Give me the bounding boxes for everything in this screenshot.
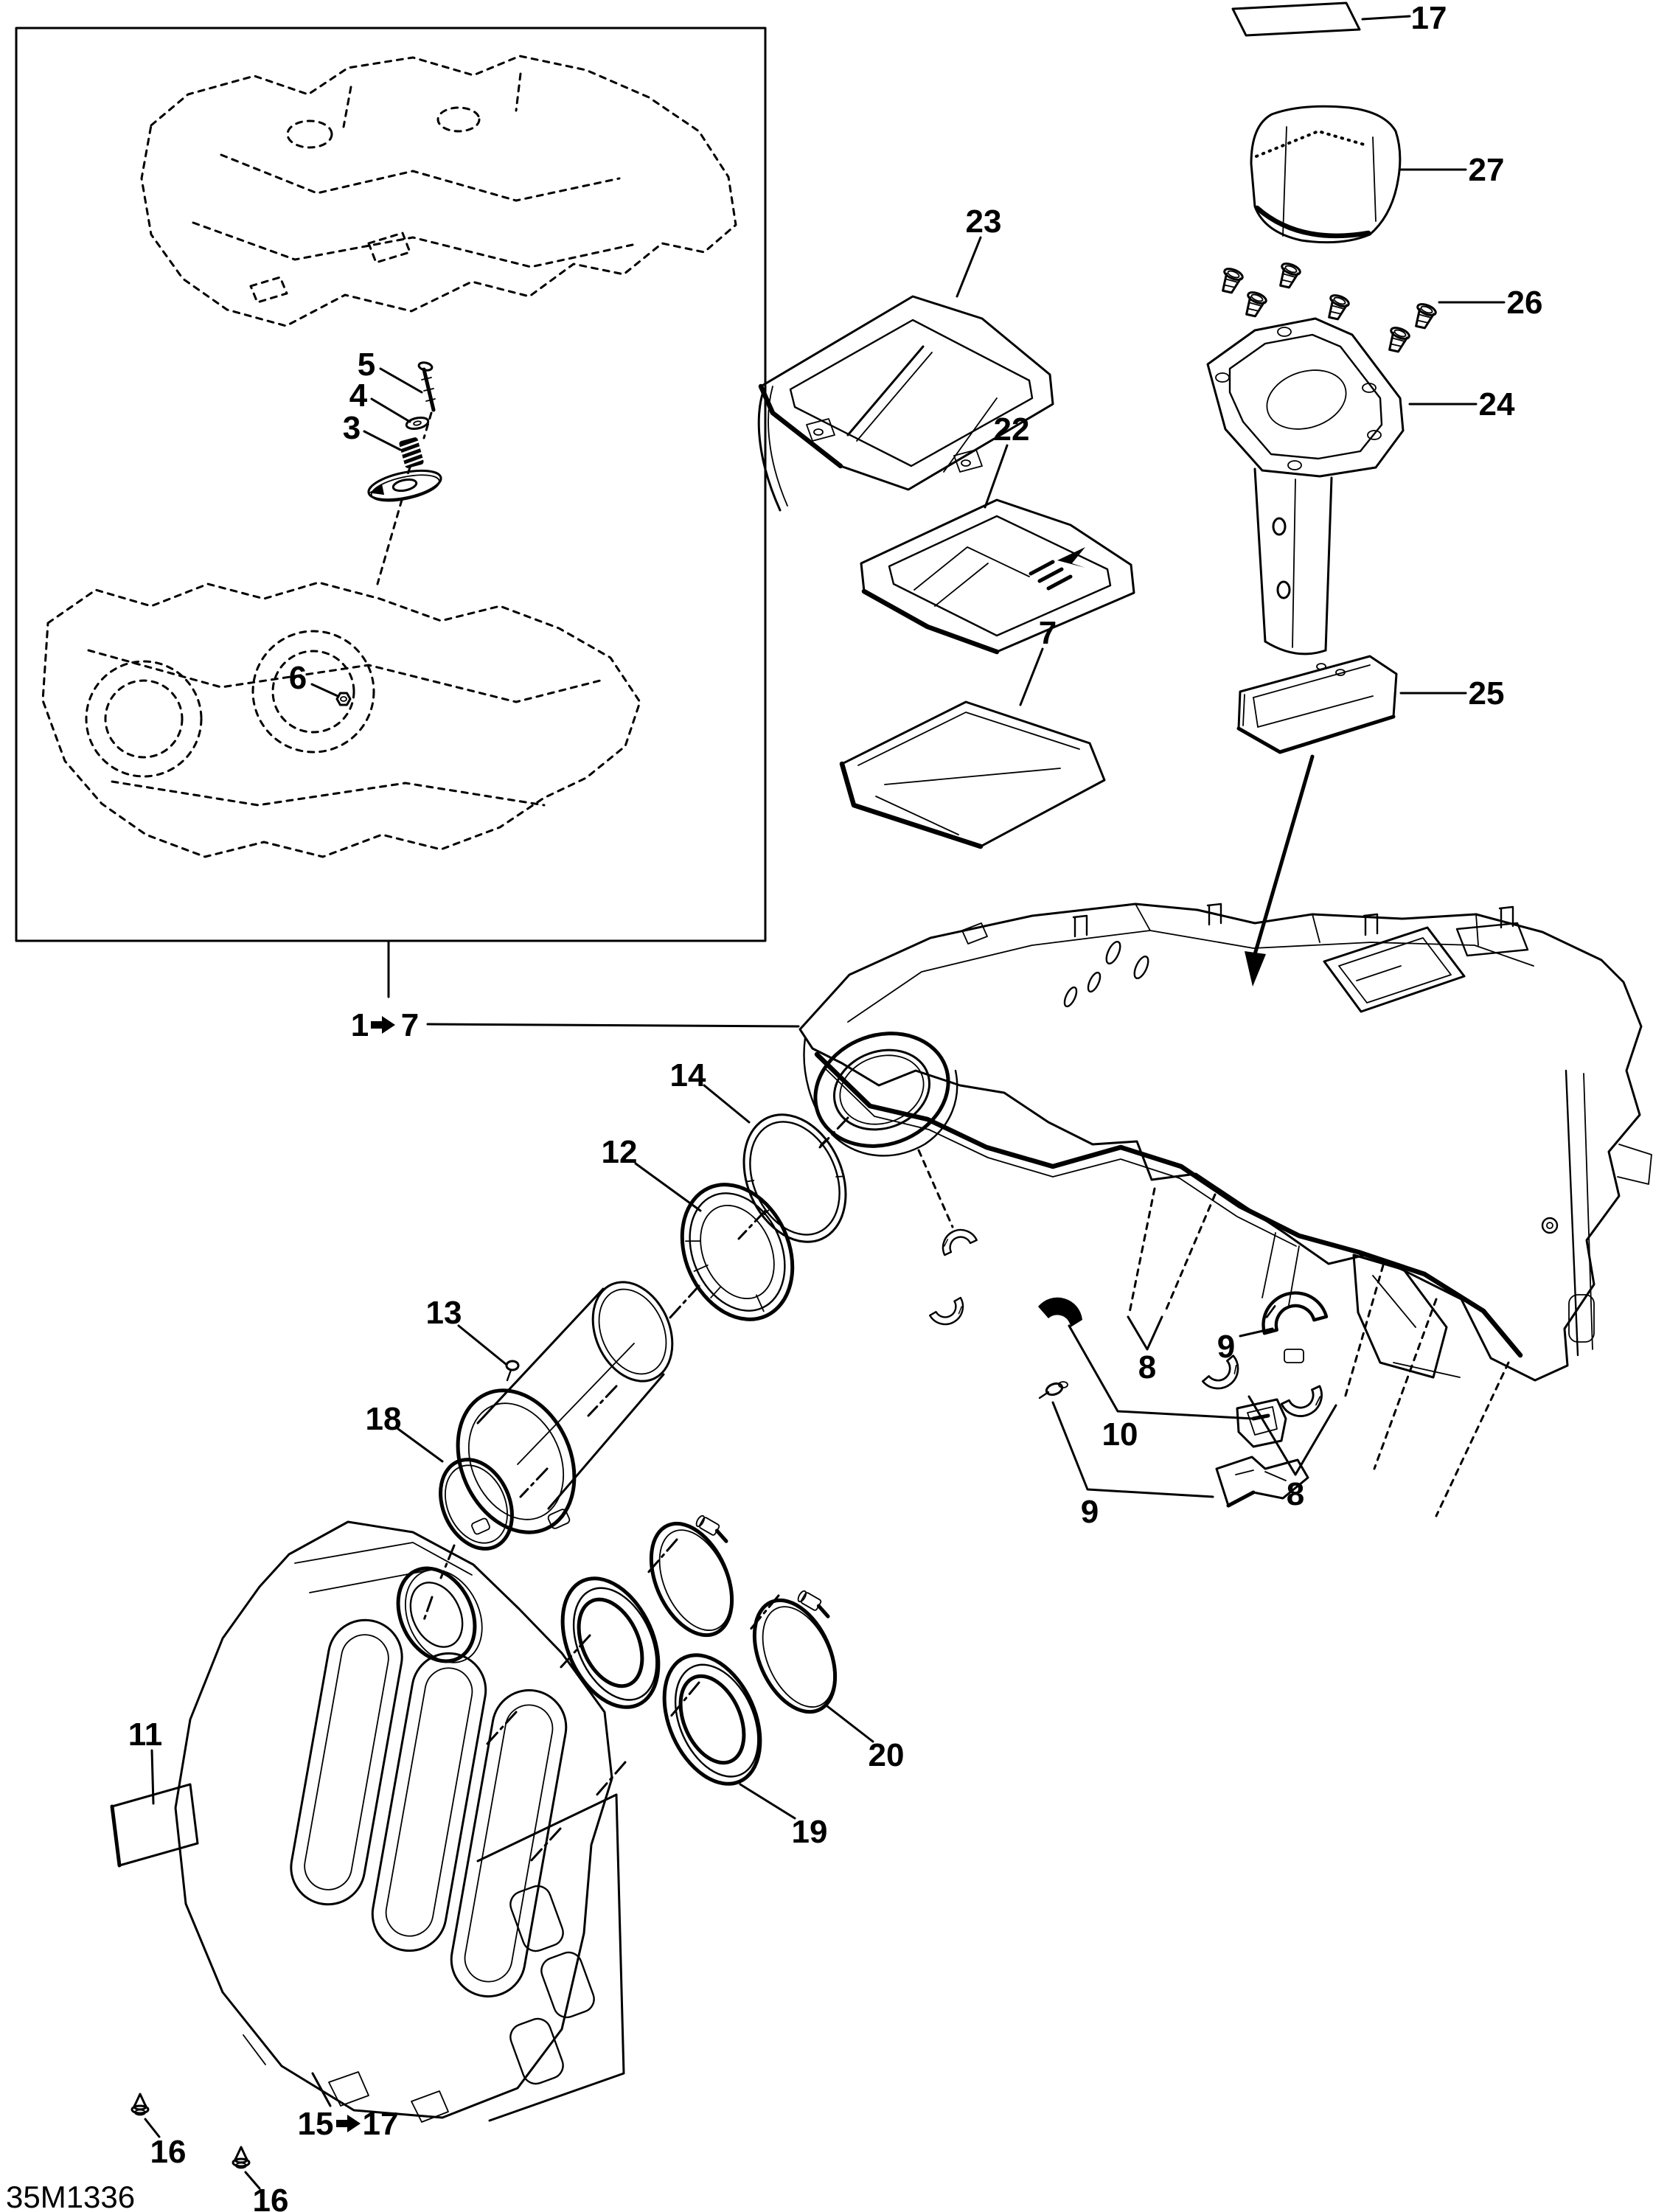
part-7-cover-plate: 7 [839,615,1106,849]
leader-8b [1247,1395,1337,1476]
callout-8a: 8 [1138,1349,1156,1385]
callout-range-15-17: 15 17 [298,2072,399,2142]
part-22-filter-lid: 22 [860,411,1135,655]
part-airbox-housing [798,902,1652,1382]
leader-9a [1239,1327,1274,1338]
callout-23: 23 [966,204,1002,240]
nut [335,692,352,706]
part-25-tray-bracket: 25 [1236,655,1505,987]
callout-12: 12 [602,1134,638,1170]
leader-12 [634,1162,702,1212]
callout-6: 6 [289,660,307,696]
callout-13: 13 [426,1295,462,1331]
leader-18 [397,1427,444,1463]
leader-10 [1068,1324,1255,1420]
bolt [417,361,436,412]
part-15-17-intake-silencer [174,1520,625,2123]
range-to: 17 [363,2106,399,2142]
callout-3: 3 [343,410,361,446]
callout-14: 14 [670,1057,706,1093]
callout-17: 17 [1411,0,1447,36]
channel-ribs [290,1618,568,1998]
leader-1-7 [426,1023,800,1028]
leader-7 [1019,647,1044,706]
ghost-airbox-top-view [140,55,737,327]
part-16-rivets: 16 16 [130,2093,289,2212]
washer [405,416,430,431]
leader-6 [310,683,339,698]
part-23-cover-frame: 23 [757,204,1054,512]
range-from: 1 [351,1007,369,1043]
callout-22: 22 [994,411,1030,448]
leader-9b [1051,1401,1214,1498]
callout-25: 25 [1469,675,1505,712]
hose-clamp [739,1587,852,1724]
callout-16b: 16 [253,2183,289,2212]
callout-7: 7 [1039,615,1057,651]
callout-20: 20 [869,1737,905,1773]
inset-reference-box: 5 4 3 6 [15,27,767,942]
part-12-adapter-ring: 12 [602,1134,795,1321]
part-11-decal: 11 [110,1717,199,1868]
spring [399,437,424,468]
leader-22 [984,444,1009,509]
part-26-push-clips: 26 [1216,260,1543,356]
part-17-vent-sticker: 17 [1231,0,1447,37]
assembly-axis [422,1116,849,1863]
part-19-20-rings-clamps: 20 19 [544,1511,905,1850]
inlet-port-ring [396,1566,483,1663]
part-13-intake-tube: 13 [426,1281,674,1535]
leader-23 [956,236,982,298]
range-from: 15 [298,2106,334,2142]
install-direction-arrow-icon [1245,754,1315,987]
clamp-cluster: 9 8 10 9 8 [929,1222,1337,1530]
leader-16b [244,2171,261,2190]
leader-11 [150,1749,155,1805]
callout-10: 10 [1102,1416,1138,1453]
valve-disc [367,469,442,502]
leader-16a [144,2118,161,2138]
sheet-code: 35M1336 [6,2180,135,2212]
callout-26: 26 [1507,285,1543,321]
callout-19: 19 [792,1814,828,1850]
leader-4 [370,397,411,423]
leader-8a [1127,1315,1163,1351]
clamp-connector-lines [917,1149,1510,1517]
part-27-foam-cover: 27 [1250,105,1505,244]
leader-17 [1361,15,1411,21]
callout-range-1-7: 1 7 [351,1007,800,1043]
part-24-air-duct: 24 [1206,317,1515,655]
range-arrow-icon [369,1015,397,1035]
leader-3 [363,430,402,451]
leader-15-17 [311,2072,332,2107]
callout-11: 11 [128,1717,163,1753]
callout-18: 18 [366,1401,402,1437]
callout-4: 4 [349,378,368,414]
range-to: 7 [401,1007,419,1043]
callout-16a: 16 [150,2134,187,2170]
range-arrow-icon [335,2113,362,2134]
leader-14 [703,1084,751,1124]
ghost-intake-manifold-view [41,581,641,858]
leader-13 [457,1324,507,1366]
throttle-port [813,1032,950,1148]
callout-9a: 9 [1217,1329,1235,1365]
leader-20 [826,1705,874,1743]
leader-5 [379,367,423,394]
callout-8b: 8 [1287,1476,1304,1512]
clamp-screw [797,1590,830,1618]
callout-5: 5 [358,347,375,383]
part-18-o-ring: 18 [366,1401,514,1551]
clamp-screw [695,1514,728,1543]
leader-19 [739,1783,796,1820]
callout-9b: 9 [1081,1494,1099,1530]
fastener-axis [376,411,433,585]
latch-pin [1038,1381,1068,1399]
part-10-bracket [1236,1398,1287,1448]
callout-24: 24 [1479,386,1515,422]
lower-bracket [1215,1455,1309,1508]
callout-27: 27 [1469,152,1505,188]
part-14-seal-ring: 14 [670,1057,847,1243]
